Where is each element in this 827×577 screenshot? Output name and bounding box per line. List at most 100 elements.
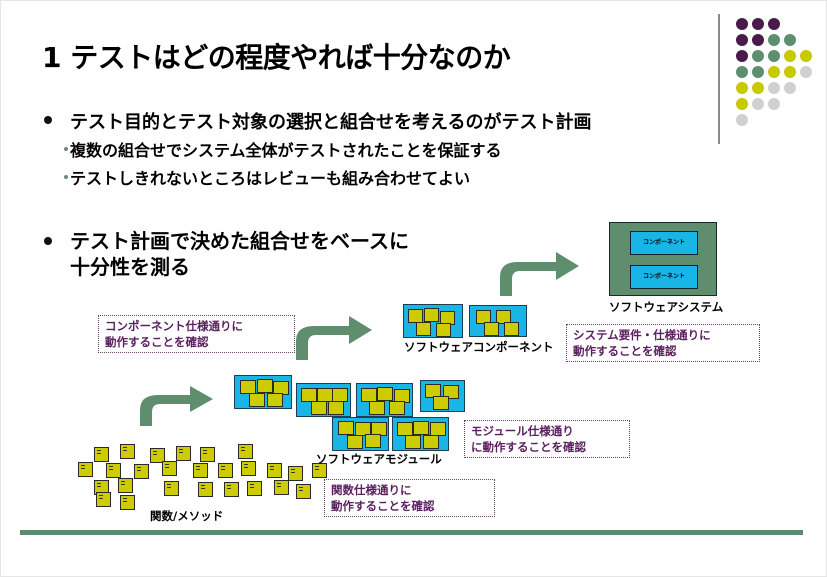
label-functions: 関数/メソッド [150, 509, 224, 523]
module-tile [423, 435, 439, 449]
callout-modules-line1: モジュール仕様通り [471, 424, 574, 438]
function-tile [96, 492, 111, 507]
deco-dot [784, 82, 796, 94]
function-tile [238, 444, 253, 459]
deco-dot [784, 34, 796, 46]
deco-dot [752, 66, 764, 78]
module-tile [249, 393, 265, 407]
deco-dot [736, 66, 748, 78]
deco-dot [752, 18, 764, 30]
module-tile [430, 422, 446, 436]
deco-dot [736, 98, 748, 110]
bullet-dot [44, 237, 52, 245]
function-tile [288, 466, 303, 481]
function-tile [296, 484, 311, 499]
deco-dot [768, 66, 780, 78]
vertical-divider [718, 14, 720, 144]
component-tile [496, 310, 511, 324]
function-tile [164, 481, 179, 496]
component-box [403, 304, 463, 338]
module-tile [369, 401, 385, 415]
deco-dot [736, 50, 748, 62]
deco-dot [752, 34, 764, 46]
deco-dot [784, 66, 796, 78]
bullet-text-2: テスト計画で決めた組合せをベースに 十分性を測る [70, 228, 409, 280]
function-tile [120, 495, 135, 510]
system-component-box-1: コンポーネント [630, 231, 698, 255]
callout-system-line1: システム要件・仕様通りに [573, 328, 711, 342]
component-tile [504, 322, 519, 336]
module-tile [377, 387, 393, 401]
function-tile [224, 482, 239, 497]
function-tile [193, 463, 208, 478]
deco-dot [768, 34, 780, 46]
module-tile [397, 422, 413, 436]
sub-bullet-2: テストしきれないところはレビューも組み合わせてよい [70, 169, 471, 188]
module-tile [347, 435, 363, 449]
module-tile [257, 379, 273, 393]
function-tile [241, 461, 256, 476]
component-tile [424, 308, 439, 322]
deco-dot [768, 82, 780, 94]
function-tile [274, 480, 289, 495]
component-tile [408, 309, 423, 323]
deco-dot [800, 50, 812, 62]
sub-bullet-1: 複数の組合せでシステム全体がテストされたことを保証する [70, 141, 502, 160]
module-tile [361, 388, 377, 402]
bullet-dot [44, 116, 52, 124]
function-tile [94, 447, 109, 462]
function-tile [198, 482, 213, 497]
module-box [296, 383, 351, 417]
module-box [392, 417, 449, 451]
module-box [332, 417, 389, 451]
module-tile [443, 385, 459, 399]
component-tile [484, 322, 499, 336]
callout-system-line2: 動作することを確認 [573, 344, 677, 358]
bullet-text-1: テスト目的とテスト対象の選択と組合せを考えるのがテスト計画 [70, 112, 592, 133]
module-tile [389, 401, 405, 415]
deco-dot [736, 82, 748, 94]
module-box [420, 380, 465, 412]
callout-system: システム要件・仕様通りに 動作することを確認 [566, 324, 760, 362]
deco-dot [768, 98, 780, 110]
callout-functions-line1: 関数仕様通りに [331, 483, 412, 497]
system-component-box-2: コンポーネント [630, 265, 698, 289]
component-tile [416, 322, 431, 336]
module-tile [328, 401, 344, 415]
system-box: コンポーネント コンポーネント [609, 222, 717, 296]
deco-dot [800, 66, 812, 78]
module-box [234, 375, 292, 409]
module-tile [413, 421, 429, 435]
slide-title: 1 テストはどの程度やれば十分なのか [42, 41, 511, 74]
deco-dot [752, 98, 764, 110]
bullet-text-2-line1: テスト計画で決めた組合せをベースに [70, 229, 409, 253]
function-tile [247, 481, 262, 496]
module-tile [311, 401, 327, 415]
up-arrow-modules-to-components [296, 316, 372, 360]
up-arrow-functions-to-modules [140, 386, 213, 426]
bullet-text-2-line2: 十分性を測る [70, 255, 190, 279]
deco-dot [752, 50, 764, 62]
function-tile [162, 461, 177, 476]
function-tile [200, 447, 215, 462]
deco-dot [736, 18, 748, 30]
up-arrow-components-to-system [500, 252, 579, 296]
function-tile [176, 446, 191, 461]
module-tile [240, 380, 256, 394]
module-tile [433, 396, 449, 410]
module-tile [365, 434, 381, 448]
label-modules: ソフトウェアモジュール [316, 452, 442, 466]
deco-dot [768, 50, 780, 62]
sub-bullet-dot [64, 147, 68, 151]
callout-functions: 関数仕様通りに 動作することを確認 [324, 479, 495, 517]
callout-functions-line2: 動作することを確認 [331, 499, 435, 513]
label-system: ソフトウェアシステム [609, 300, 724, 314]
function-tile [118, 478, 133, 493]
deco-dot [736, 34, 748, 46]
module-tile [301, 388, 317, 402]
deco-dot [768, 18, 780, 30]
callout-components-line1: コンポーネント仕様通りに [105, 319, 243, 333]
function-tile [150, 448, 165, 463]
module-tile [355, 422, 371, 436]
